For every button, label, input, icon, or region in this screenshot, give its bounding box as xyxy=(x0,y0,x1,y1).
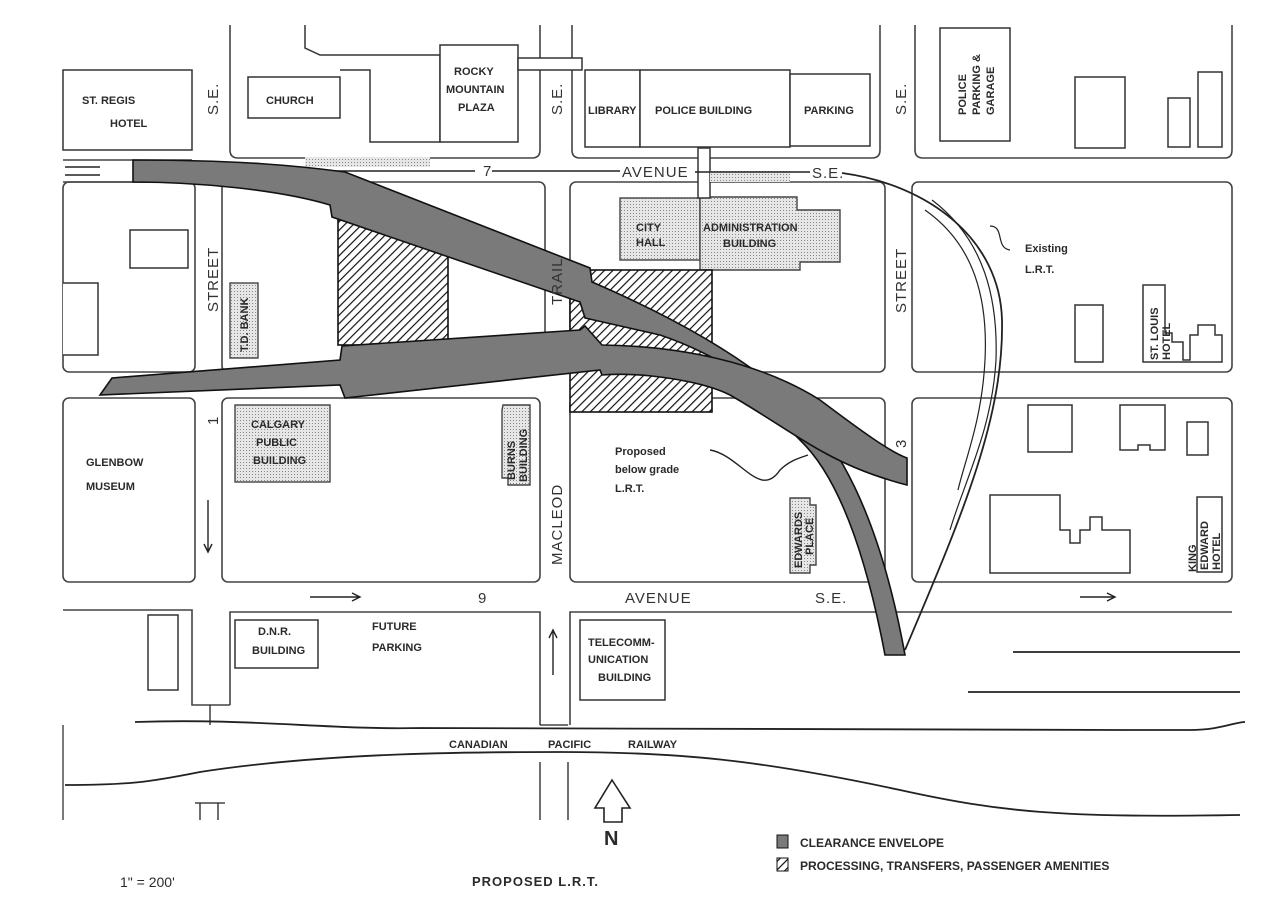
svg-text:N: N xyxy=(604,828,618,850)
svg-text:L.R.T.: L.R.T. xyxy=(615,483,644,495)
city-hall xyxy=(619,197,701,261)
svg-text:PARKING &: PARKING & xyxy=(971,54,983,115)
svg-text:PLACE: PLACE xyxy=(804,518,816,555)
svg-text:3: 3 xyxy=(893,439,910,448)
legend-hatch-swatch xyxy=(776,857,789,872)
street-labels: 7 AVENUE S.E. 9 AVENUE S.E. S.E. STREET … xyxy=(205,83,910,751)
svg-text:ST. REGIS: ST. REGIS xyxy=(82,95,135,107)
svg-text:CITY: CITY xyxy=(636,222,662,234)
svg-text:STREET: STREET xyxy=(205,247,222,312)
telecommunication-building xyxy=(579,619,666,701)
svg-text:POLICE BUILDING: POLICE BUILDING xyxy=(655,105,752,117)
svg-text:ST. LOUIS: ST. LOUIS xyxy=(1149,307,1161,360)
svg-text:MUSEUM: MUSEUM xyxy=(86,481,135,493)
svg-text:EDWARDS: EDWARDS xyxy=(793,512,805,568)
svg-text:EDWARD: EDWARD xyxy=(1199,521,1211,570)
svg-text:CALGARY: CALGARY xyxy=(251,419,306,431)
annotations: Existing L.R.T. Proposed below grade L.R… xyxy=(615,243,1068,495)
rocky-mountain-plaza xyxy=(439,44,519,143)
td-bank xyxy=(229,282,259,359)
svg-text:BUILDING: BUILDING xyxy=(253,455,306,467)
svg-text:PARKING: PARKING xyxy=(372,642,422,654)
svg-text:1: 1 xyxy=(205,416,222,425)
burns-building xyxy=(501,404,531,486)
svg-text:BUILDING: BUILDING xyxy=(252,645,305,657)
svg-text:MOUNTAIN: MOUNTAIN xyxy=(446,84,505,96)
svg-text:PROCESSING, TRANSFERS, PASSENG: PROCESSING, TRANSFERS, PASSENGER AMENITI… xyxy=(800,859,1109,873)
clearance-envelope-north-branch xyxy=(132,159,906,656)
buildings xyxy=(62,25,1223,701)
legend-clearance-swatch xyxy=(776,834,789,849)
dnr-building xyxy=(234,619,319,669)
svg-text:ROCKY: ROCKY xyxy=(454,66,494,78)
svg-text:Proposed: Proposed xyxy=(615,446,666,458)
svg-text:PUBLIC: PUBLIC xyxy=(256,437,297,449)
svg-text:L.R.T.: L.R.T. xyxy=(1025,264,1054,276)
svg-text:PLAZA: PLAZA xyxy=(458,102,495,114)
svg-text:LIBRARY: LIBRARY xyxy=(588,105,637,117)
svg-text:CANADIAN: CANADIAN xyxy=(449,739,508,751)
st-regis-hotel xyxy=(62,69,193,151)
svg-text:S.E.: S.E. xyxy=(205,83,222,115)
svg-text:below grade: below grade xyxy=(615,464,679,476)
svg-text:AVENUE: AVENUE xyxy=(622,164,689,181)
edwards-place xyxy=(789,497,817,574)
police-parking-garage xyxy=(939,27,1011,142)
calgary-public-building xyxy=(234,404,331,483)
legend: CLEARANCE ENVELOPE PROCESSING, TRANSFERS… xyxy=(776,834,1109,873)
svg-text:RAILWAY: RAILWAY xyxy=(628,739,678,751)
svg-text:KING: KING xyxy=(1187,545,1199,573)
svg-text:BUILDING: BUILDING xyxy=(598,672,651,684)
svg-text:7: 7 xyxy=(483,163,492,180)
church xyxy=(247,76,341,119)
administration-building xyxy=(699,196,841,271)
traffic-arrows xyxy=(203,500,1117,675)
railways xyxy=(62,651,1246,820)
svg-text:PARKING: PARKING xyxy=(804,105,854,117)
scale-label: 1" = 200' xyxy=(120,874,175,890)
existing-lrt xyxy=(841,172,1011,651)
svg-text:AVENUE: AVENUE xyxy=(625,590,692,607)
map-title: PROPOSED L.R.T. xyxy=(472,874,599,889)
svg-text:GLENBOW: GLENBOW xyxy=(86,457,144,469)
king-edward-hotel xyxy=(1196,496,1223,573)
svg-text:S.E.: S.E. xyxy=(549,83,566,115)
svg-text:TELECOMM-: TELECOMM- xyxy=(588,637,655,649)
svg-text:HOTEL: HOTEL xyxy=(110,118,148,130)
svg-text:CHURCH: CHURCH xyxy=(266,95,314,107)
svg-text:T.D. BANK: T.D. BANK xyxy=(239,298,251,352)
svg-text:CLEARANCE ENVELOPE: CLEARANCE ENVELOPE xyxy=(800,836,944,850)
svg-text:BUILDING: BUILDING xyxy=(723,238,776,250)
svg-text:S.E.: S.E. xyxy=(815,590,847,607)
svg-text:MACLEOD: MACLEOD xyxy=(549,484,566,565)
proposed-lrt-pointer xyxy=(709,449,809,481)
st-louis-hotel xyxy=(1142,284,1223,363)
svg-text:BURNS: BURNS xyxy=(506,441,518,480)
svg-text:FUTURE: FUTURE xyxy=(372,621,417,633)
svg-text:HALL: HALL xyxy=(636,237,666,249)
svg-text:HOTEL: HOTEL xyxy=(1161,322,1173,360)
police-building xyxy=(639,69,791,148)
svg-text:POLICE: POLICE xyxy=(957,74,969,115)
svg-text:PACIFIC: PACIFIC xyxy=(548,739,591,751)
svg-text:TRAIL: TRAIL xyxy=(549,257,566,305)
svg-text:BUILDING: BUILDING xyxy=(518,429,530,482)
svg-text:9: 9 xyxy=(478,590,487,607)
parking xyxy=(789,73,871,147)
building-labels: ST. REGIS HOTEL CHURCH ROCKY MOUNTAIN PL… xyxy=(82,54,1223,684)
clearance-envelope-south-branch xyxy=(98,324,908,487)
north-arrow-icon: N xyxy=(593,778,632,850)
svg-text:ADMINISTRATION: ADMINISTRATION xyxy=(703,222,798,234)
svg-text:D.N.R.: D.N.R. xyxy=(258,626,291,638)
svg-text:HOTEL: HOTEL xyxy=(1211,532,1223,570)
svg-text:STREET: STREET xyxy=(893,248,910,313)
svg-text:UNICATION: UNICATION xyxy=(588,654,648,666)
svg-text:S.E.: S.E. xyxy=(893,83,910,115)
svg-text:Existing: Existing xyxy=(1025,243,1068,255)
svg-text:S.E.: S.E. xyxy=(812,165,844,182)
svg-text:GARAGE: GARAGE xyxy=(985,67,997,115)
